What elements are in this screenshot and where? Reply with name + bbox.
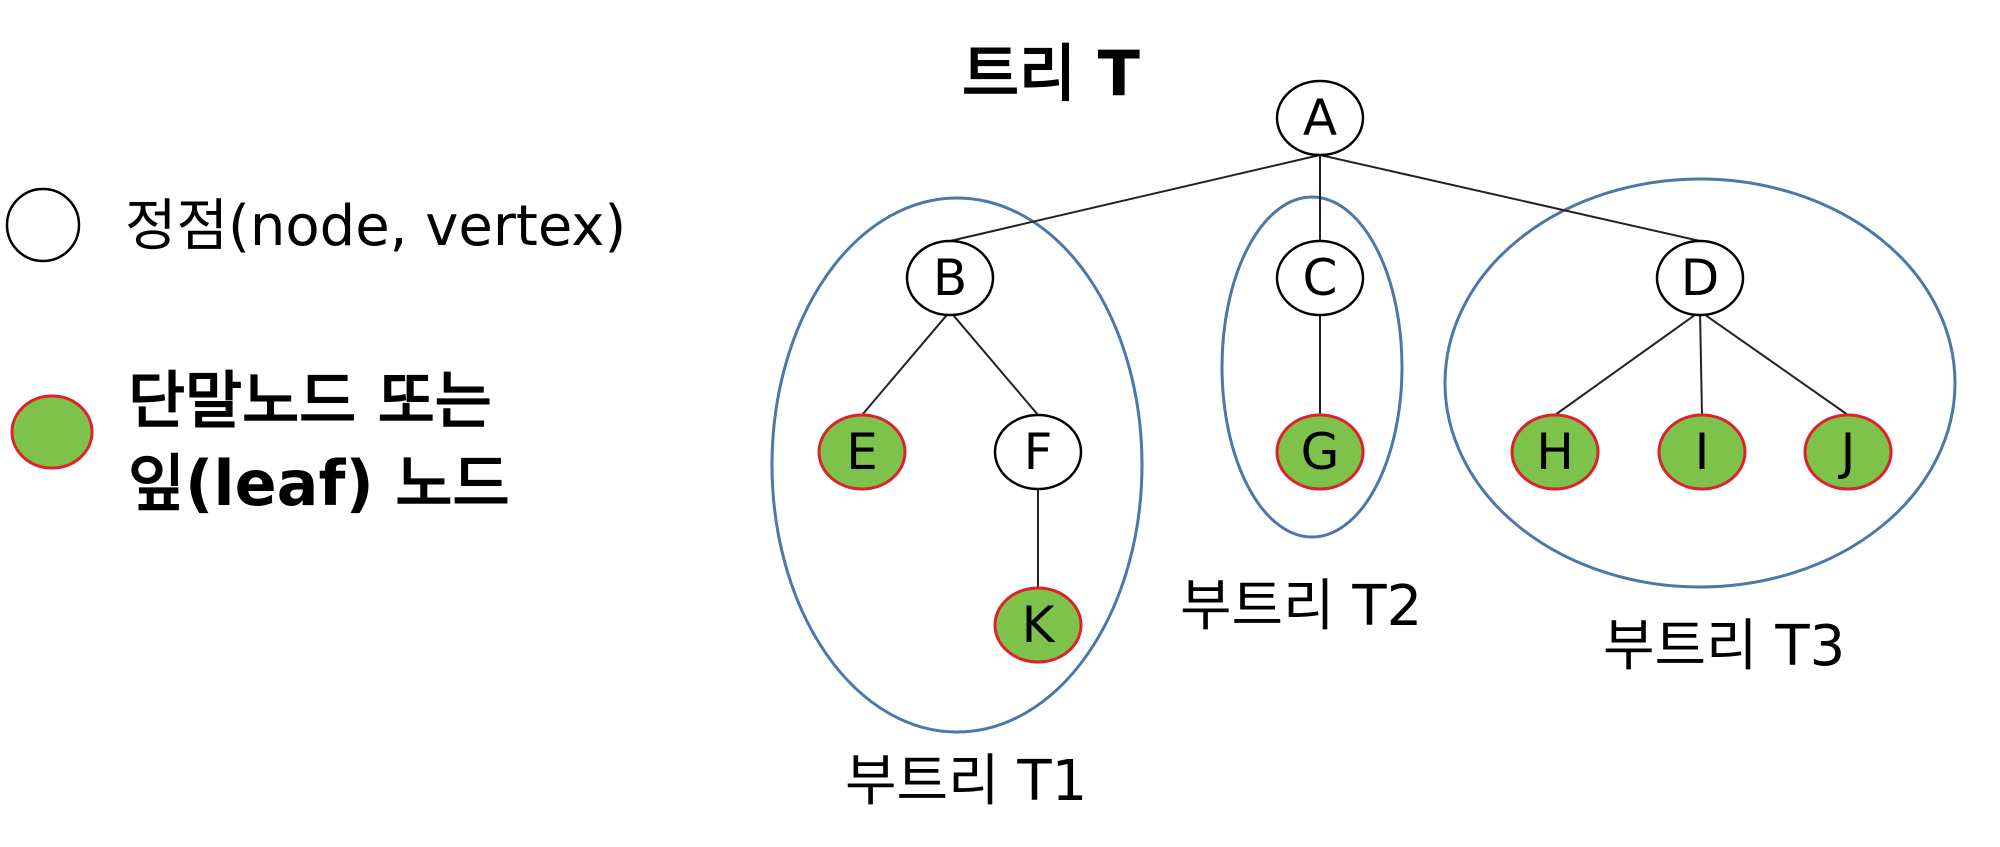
leaf-node-E-circle xyxy=(817,413,907,491)
node-H: H xyxy=(1510,413,1600,491)
tree-nodes: A B C D E F G H I J K xyxy=(817,79,1893,664)
node-C-label: C xyxy=(1303,249,1338,307)
node-D-label: D xyxy=(1681,249,1720,307)
legend-leaf-symbol xyxy=(10,394,94,470)
node-E: E xyxy=(817,413,907,491)
edge-A-D xyxy=(1319,154,1701,242)
node-B-label: B xyxy=(933,249,967,307)
subtree-T2-label: 부트리 T2 xyxy=(1180,574,1422,639)
node-I: I xyxy=(1657,413,1747,491)
edge-D-J xyxy=(1699,310,1849,416)
leaf-node-H-circle xyxy=(1510,413,1600,491)
leaf-node-J-circle xyxy=(1803,413,1893,491)
leaf-node-G-circle xyxy=(1275,413,1365,491)
node-J-label: J xyxy=(1838,423,1856,481)
subtree-T1-outline xyxy=(770,196,1144,734)
node-J: J xyxy=(1803,413,1893,491)
subtree-T3-outline xyxy=(1443,177,1957,589)
leaf-node-K-circle xyxy=(993,586,1083,664)
node-D: D xyxy=(1655,239,1745,317)
legend-node-label: 정점(node, vertex) xyxy=(125,194,626,259)
node-I-label: I xyxy=(1695,423,1710,481)
subtree-outlines xyxy=(770,177,1957,734)
edge-D-H xyxy=(1554,310,1701,416)
node-D-circle xyxy=(1655,239,1745,317)
node-G: G xyxy=(1275,413,1365,491)
legend: 정점(node, vertex) 단말노드 또는 잎(leaf) 노드 xyxy=(5,187,626,520)
tree-edges xyxy=(861,154,1849,588)
node-F-label: F xyxy=(1024,423,1053,481)
node-A-circle xyxy=(1275,79,1365,157)
legend-leaf-label-line1: 단말노드 또는 xyxy=(128,364,492,437)
legend-leaf-label-line2: 잎(leaf) 노드 xyxy=(128,447,510,520)
node-F: F xyxy=(993,413,1083,491)
tree-title: 트리 T xyxy=(962,37,1140,110)
node-A: A xyxy=(1275,79,1365,157)
node-H-label: H xyxy=(1536,423,1574,481)
subtree-T2-outline xyxy=(1220,195,1404,539)
subtree-T1-label: 부트리 T1 xyxy=(845,749,1087,814)
node-K: K xyxy=(993,586,1083,664)
node-C: C xyxy=(1275,239,1365,317)
node-F-circle xyxy=(993,413,1083,491)
node-B: B xyxy=(905,239,995,317)
leaf-node-I-circle xyxy=(1657,413,1747,491)
subtree-T3-label: 부트리 T3 xyxy=(1603,614,1845,679)
node-A-label: A xyxy=(1303,89,1337,147)
node-K-label: K xyxy=(1022,596,1056,654)
node-C-circle xyxy=(1275,239,1365,317)
legend-node-symbol xyxy=(5,187,81,263)
edge-B-E xyxy=(861,310,951,416)
edge-A-B xyxy=(949,154,1321,242)
node-E-label: E xyxy=(846,423,878,481)
edge-B-F xyxy=(949,310,1039,416)
node-B-circle xyxy=(905,239,995,317)
node-G-label: G xyxy=(1301,423,1340,481)
edge-D-I xyxy=(1699,311,1703,416)
